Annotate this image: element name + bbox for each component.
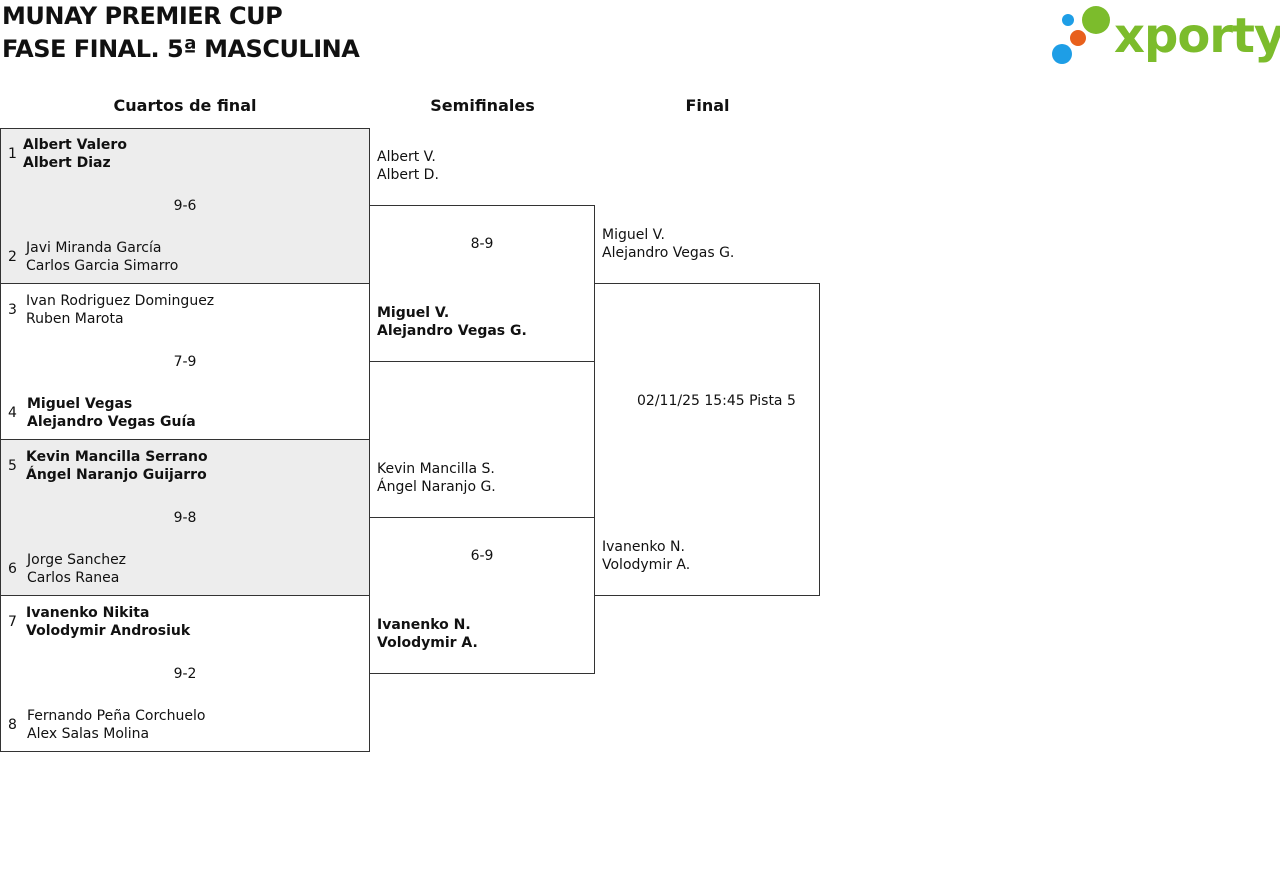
player-name: Ivanenko Nikita: [26, 605, 150, 621]
match-score: 8-9: [470, 236, 494, 252]
seed-number: 6: [8, 561, 17, 577]
logo-text: xporty: [1114, 8, 1280, 64]
player-name: Volodymir A.: [602, 557, 691, 573]
column-header-semis: Semifinales: [430, 96, 535, 115]
player-name: Jorge Sanchez: [27, 552, 127, 568]
match-score: 7-9: [173, 354, 197, 370]
seed-number: 1: [8, 146, 17, 162]
match-schedule: 02/11/25 15:45 Pista 5: [637, 393, 796, 409]
player-name: Fernando Peña Corchuelo: [27, 708, 206, 724]
team-loser: Fernando Peña Corchuelo Alex Salas Molin…: [27, 707, 205, 743]
player-name: Albert V.: [377, 149, 436, 165]
player-name: Alejandro Vegas G.: [377, 323, 527, 339]
match-score: 9-8: [173, 510, 197, 526]
player-name: Albert Diaz: [23, 155, 111, 171]
seed-number: 8: [8, 717, 17, 733]
player-name: Carlos Garcia Simarro: [26, 258, 179, 274]
team-loser: Javi Miranda García Carlos Garcia Simarr…: [26, 239, 178, 275]
column-header-quarters: Cuartos de final: [113, 96, 257, 115]
quarterfinal-match-3[interactable]: 5 Kevin Mancilla Serrano Ángel Naranjo G…: [0, 439, 370, 596]
xporty-logo[interactable]: xporty: [1052, 4, 1280, 68]
seed-number: 3: [8, 302, 17, 318]
logo-dot-green: [1082, 6, 1110, 34]
player-name: Carlos Ranea: [27, 570, 120, 586]
player-name: Ivanenko N.: [377, 617, 471, 633]
semifinal-match-1[interactable]: 8-9 Miguel V. Alejandro Vegas G.: [369, 205, 595, 362]
player-name: Kevin Mancilla S.: [377, 461, 495, 477]
team-winner: Albert Valero Albert Diaz: [23, 136, 127, 172]
player-name: Albert Valero: [23, 137, 127, 153]
team-winner: Ivanenko N. Volodymir A.: [377, 616, 478, 652]
seed-number: 7: [8, 614, 17, 630]
team-loser: Jorge Sanchez Carlos Ranea: [27, 551, 126, 587]
page-subtitle: FASE FINAL. 5ª MASCULINA: [2, 35, 360, 63]
player-name: Miguel Vegas: [27, 396, 133, 412]
logo-dot-blue-large: [1052, 44, 1072, 64]
final-team-a[interactable]: Miguel V. Alejandro Vegas G.: [602, 226, 734, 262]
final-team-b: Ivanenko N. Volodymir A.: [602, 538, 690, 574]
seed-number: 5: [8, 458, 17, 474]
player-name: Ivan Rodriguez Dominguez: [26, 293, 215, 309]
player-name: Kevin Mancilla Serrano: [26, 449, 208, 465]
player-name: Miguel V.: [602, 227, 665, 243]
page-title: MUNAY PREMIER CUP: [2, 2, 283, 30]
player-name: Ivanenko N.: [602, 539, 685, 555]
match-score: 9-2: [173, 666, 197, 682]
player-name: Volodymir A.: [377, 635, 478, 651]
player-name: Alex Salas Molina: [27, 726, 150, 742]
team-loser: Ivan Rodriguez Dominguez Ruben Marota: [26, 292, 214, 328]
quarterfinal-match-4[interactable]: 7 Ivanenko Nikita Volodymir Androsiuk 9-…: [0, 595, 370, 752]
logo-dot-blue-small: [1062, 14, 1074, 26]
team-winner: Miguel V. Alejandro Vegas G.: [377, 304, 527, 340]
player-name: Alejandro Vegas Guía: [27, 414, 196, 430]
team-winner: Ivanenko Nikita Volodymir Androsiuk: [26, 604, 190, 640]
player-name: Alejandro Vegas G.: [602, 245, 735, 261]
final-match[interactable]: 02/11/25 15:45 Pista 5 Ivanenko N. Volod…: [594, 283, 820, 596]
column-header-final: Final: [685, 96, 730, 115]
match-score: 9-6: [173, 198, 197, 214]
seed-number: 2: [8, 249, 17, 265]
player-name: Miguel V.: [377, 305, 450, 321]
player-name: Volodymir Androsiuk: [26, 623, 191, 639]
team-winner: Miguel Vegas Alejandro Vegas Guía: [27, 395, 196, 431]
match-score: 6-9: [470, 548, 494, 564]
seed-number: 4: [8, 405, 17, 421]
semifinal-2-team-a[interactable]: Kevin Mancilla S. Ángel Naranjo G.: [377, 460, 496, 496]
player-name: Ruben Marota: [26, 311, 124, 327]
player-name: Albert D.: [377, 167, 439, 183]
semifinal-1-team-a[interactable]: Albert V. Albert D.: [377, 148, 439, 184]
quarterfinal-match-2[interactable]: 3 Ivan Rodriguez Dominguez Ruben Marota …: [0, 283, 370, 440]
quarterfinal-match-1[interactable]: 1 Albert Valero Albert Diaz 9-6 2 Javi M…: [0, 128, 370, 284]
player-name: Ángel Naranjo Guijarro: [26, 467, 207, 483]
player-name: Javi Miranda García: [26, 240, 162, 256]
logo-dot-orange: [1070, 30, 1086, 46]
semifinal-match-2[interactable]: 6-9 Ivanenko N. Volodymir A.: [369, 517, 595, 674]
team-winner: Kevin Mancilla Serrano Ángel Naranjo Gui…: [26, 448, 208, 484]
player-name: Ángel Naranjo G.: [377, 479, 496, 495]
